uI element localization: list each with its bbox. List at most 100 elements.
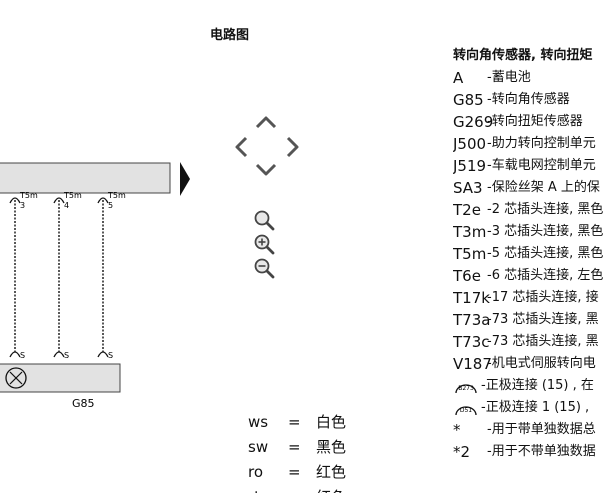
legend-item: T5m -5 芯插头连接, 黑色	[453, 243, 606, 265]
legend-item: G269 -转向扭矩传感器	[453, 111, 606, 133]
color-abbr: ws	[248, 413, 269, 431]
pin-number-label: 3	[20, 201, 25, 210]
legend-item: J519 -车载电网控制单元	[453, 155, 606, 177]
page-title: 电路图	[210, 28, 250, 43]
legend-code: J519	[453, 157, 487, 175]
legend-desc: -用于不带单独数据	[487, 444, 596, 459]
pin-number-label: 4	[64, 201, 69, 210]
color-key-row: ws = 白色	[248, 410, 346, 435]
pan-down-icon[interactable]	[255, 163, 277, 176]
legend-desc: -17 芯插头连接, 接	[487, 290, 599, 305]
legend-item: A -蓄电池	[453, 67, 606, 89]
legend-note-mark: *2	[453, 443, 471, 461]
legend-code: T73c	[453, 333, 490, 351]
pan-left-icon[interactable]	[235, 136, 248, 158]
pin-connector-label: T5m	[63, 191, 82, 200]
legend-desc: -2 芯插头连接, 黑色	[487, 202, 604, 217]
legend-code: T3m	[453, 223, 487, 241]
legend-desc: -转向扭矩传感器	[487, 114, 583, 129]
color-key-row: ro = 红色	[248, 460, 346, 485]
legend-desc: -正极连接 1 (15) ,	[481, 400, 590, 415]
legend-code: SA3	[453, 179, 483, 197]
legend-desc: -机电式伺服转向电	[487, 356, 596, 371]
legend-title: 转向角传感器, 转向扭矩	[453, 48, 593, 63]
wire-color-key: ws = 白色 sw = 黑色 ro = 红色 rt = 红色	[248, 410, 346, 493]
legend-code: J500	[453, 135, 487, 153]
color-equals: =	[288, 463, 301, 481]
color-abbr: ro	[248, 463, 264, 481]
legend-desc: -保险丝架 A 上的保	[487, 180, 600, 195]
legend-panel: 转向角传感器, 转向扭矩 A -蓄电池 G85 -转向角传感器 G269 -转向…	[453, 46, 606, 463]
legend-item: T2e -2 芯插头连接, 黑色	[453, 199, 606, 221]
pan-up-icon[interactable]	[255, 116, 277, 129]
pin-number-label: 5	[108, 201, 113, 210]
color-abbr: rt	[248, 485, 288, 493]
color-equals: =	[288, 485, 316, 493]
legend-item: V187 -机电式伺服转向电	[453, 353, 606, 375]
color-name: 白色	[316, 413, 347, 431]
legend-note: * -用于带单独数据总	[453, 419, 606, 441]
legend-code: A	[453, 69, 464, 87]
shield-label: S	[20, 351, 25, 360]
wire-pin-3	[9, 197, 21, 358]
shield-label: S	[108, 351, 113, 360]
legend-item: T6e -6 芯插头连接, 左色	[453, 265, 606, 287]
legend-desc: -蓄电池	[487, 70, 531, 85]
legend-desc: -73 芯插头连接, 黑	[487, 334, 599, 349]
legend-desc: -助力转向控制单元	[487, 136, 596, 151]
pin-connector-label: T5m	[107, 191, 126, 200]
angle-sensor-icon	[5, 367, 27, 389]
wire-pin-5	[97, 197, 109, 358]
svg-text:D51: D51	[460, 407, 472, 414]
pin-connector-label: T5m	[19, 191, 38, 200]
legend-code: G85	[453, 91, 484, 109]
legend-code: G269	[453, 113, 494, 131]
harness-bar	[0, 162, 171, 194]
legend-item: G85 -转向角传感器	[453, 89, 606, 111]
color-name: 红色	[316, 485, 346, 493]
legend-desc: -车载电网控制单元	[487, 158, 596, 173]
legend-desc: -5 芯插头连接, 黑色	[487, 246, 604, 261]
shield-label: S	[64, 351, 69, 360]
legend-item: T73c -73 芯插头连接, 黑	[453, 331, 606, 353]
svg-text:B273: B273	[458, 385, 474, 392]
connector-badge-icon: B273	[453, 377, 479, 395]
legend-connector: D51 -正极连接 1 (15) ,	[453, 397, 606, 419]
color-name: 黑色	[316, 438, 347, 456]
legend-code: V187	[453, 355, 492, 373]
color-name: 红色	[316, 463, 347, 481]
circuit-diagram: T5m 3 T5m 4 T5m 5 S S S G85	[0, 162, 190, 410]
legend-item: T17k -17 芯插头连接, 接	[453, 287, 606, 309]
legend-code: T5m	[453, 245, 487, 263]
pan-navigation	[235, 116, 299, 176]
legend-desc: -3 芯插头连接, 黑色	[487, 224, 604, 239]
wire-pin-4	[53, 197, 65, 358]
legend-desc: -73 芯插头连接, 黑	[487, 312, 599, 327]
legend-desc: -6 芯插头连接, 左色	[487, 268, 604, 283]
legend-connector: B273 -正极连接 (15) , 在	[453, 375, 606, 397]
legend-item: J500 -助力转向控制单元	[453, 133, 606, 155]
legend-desc: -用于带单独数据总	[487, 422, 596, 437]
page-continue-arrow	[180, 162, 190, 196]
legend-code: T17k	[453, 289, 490, 307]
legend-note-mark: *	[453, 421, 461, 439]
legend-item: SA3 -保险丝架 A 上的保	[453, 177, 606, 199]
legend-desc: -转向角传感器	[487, 92, 570, 107]
zoom-search-icon[interactable]	[252, 208, 276, 232]
legend-item: T3m -3 芯插头连接, 黑色	[453, 221, 606, 243]
zoom-in-icon[interactable]	[252, 232, 276, 256]
connector-badge-icon: D51	[453, 399, 479, 417]
zoom-out-icon[interactable]	[252, 256, 276, 280]
pan-right-icon[interactable]	[286, 136, 299, 158]
color-key-row: sw = 黑色	[248, 435, 346, 460]
legend-code: T73a	[453, 311, 491, 329]
color-equals: =	[288, 413, 301, 431]
color-equals: =	[288, 438, 301, 456]
color-key-row: rt = 红色	[248, 485, 346, 493]
legend-code: T6e	[453, 267, 481, 285]
component-label: G85	[72, 397, 95, 410]
legend-item: T73a -73 芯插头连接, 黑	[453, 309, 606, 331]
legend-desc: -正极连接 (15) , 在	[481, 378, 594, 393]
legend-code: T2e	[453, 201, 481, 219]
